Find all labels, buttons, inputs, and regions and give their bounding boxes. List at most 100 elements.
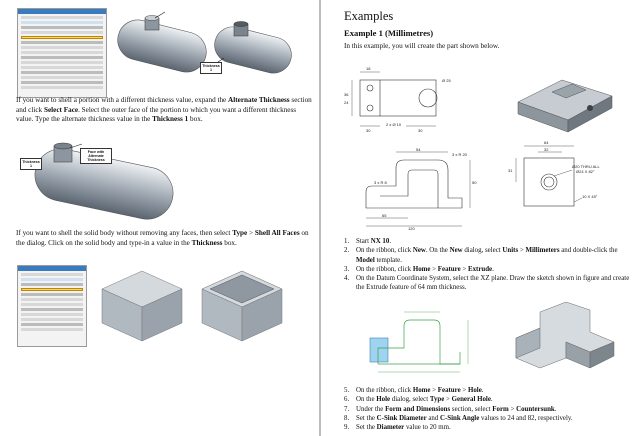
step-text: values to 24 and 82, respectively.	[479, 414, 573, 422]
step-text: Form and Dimensions	[385, 405, 451, 413]
drawing-side-view: 64 32 31 Ø20 THRU ALL Ø24 X 82° 10 X 45°	[508, 140, 600, 207]
step-number: 3.	[344, 265, 350, 273]
step-text: >	[430, 265, 438, 273]
step-text: Form	[492, 405, 509, 413]
step-text: .	[481, 387, 484, 394]
dim-50: 50	[472, 180, 477, 185]
dim-64: 64	[544, 140, 549, 145]
step-text: >	[508, 405, 517, 413]
dim-54: 54	[416, 147, 421, 152]
callout-thickness1-b: Thickness 1	[20, 158, 42, 170]
step-text: dialog, select	[390, 396, 430, 404]
step-text: On the ribbon, click	[356, 387, 413, 394]
dim-30-b: 30	[418, 128, 423, 133]
step-text: Type	[429, 396, 445, 404]
step-text: General Hole	[451, 396, 491, 404]
dim-10x45: 10 X 45°	[582, 194, 598, 199]
extruded-part-model	[515, 301, 615, 369]
sketch-image	[369, 311, 469, 373]
step-number: 6.	[344, 396, 350, 404]
step-text: Set the	[356, 424, 377, 432]
step-text: Diameter	[376, 424, 405, 432]
step-item: 9.Set the Diameter value to 20 mm.	[344, 423, 630, 432]
step-text: On the	[356, 396, 377, 404]
step-item: 7. Under the Form and Dimensions section,…	[344, 405, 630, 414]
step-text: Under the	[356, 405, 386, 413]
page-divider	[319, 0, 321, 436]
drawing-top-view: 18 Ø 25 36 24 30 2 x Ø 10 30	[344, 66, 451, 133]
step-text: dialog, select	[462, 247, 503, 255]
step-text: >	[460, 387, 468, 394]
heading-example-1: Example 1 (Millimetres)	[344, 28, 434, 38]
dim-3x-r20: 3 x R 20	[452, 152, 468, 157]
step-text: Units	[502, 247, 519, 255]
dim-dia-25: Ø 25	[442, 78, 451, 83]
step-text: .	[492, 265, 494, 273]
step-text: section, select	[450, 405, 493, 413]
step-text: Set the	[356, 414, 377, 422]
step-text: template.	[374, 256, 402, 264]
box-solid-model	[101, 270, 183, 342]
dim-24: 24	[344, 100, 349, 105]
step-text: and	[426, 414, 441, 422]
step-text: Home	[412, 265, 431, 273]
step-text: >	[518, 247, 526, 255]
step-text: Model	[356, 256, 375, 264]
step-text: >	[444, 396, 452, 404]
step-text: Hole	[376, 396, 391, 404]
callout-face-alternate: Face with Alternate Thickness	[80, 148, 112, 164]
dim-dia24-x82: Ø24 X 82°	[576, 169, 595, 174]
step-text: On the ribbon, click	[356, 265, 413, 273]
step-number: 2.	[344, 247, 350, 255]
step-item: 5.On the ribbon, click Home > Feature > …	[344, 386, 630, 395]
step-number: 1.	[344, 238, 350, 245]
step-text: and double-click the	[559, 247, 618, 255]
part-3d-view	[517, 79, 613, 133]
paragraph-alternate-thickness: If you want to shell a portion with a di…	[16, 96, 312, 124]
step-item: 6. On the Hole dialog, select Type > Gene…	[344, 395, 630, 404]
step-text: >	[430, 387, 438, 394]
step-text: Extrude	[467, 265, 493, 273]
step-text: Feature	[437, 387, 461, 394]
dim-dia20-thru: Ø20 THRU ALL	[572, 164, 600, 169]
dim-32: 32	[544, 147, 549, 152]
step-number: 5.	[344, 387, 350, 394]
intro-text: In this example, you will create the par…	[344, 42, 500, 50]
step-number: 9.	[344, 424, 350, 432]
step-number: 8.	[344, 414, 350, 422]
callout-thickness1: Thickness 1	[200, 62, 222, 74]
step-text: .	[490, 396, 493, 404]
left-page: Thickness 1 If you want to shell a porti…	[0, 0, 319, 436]
dim-120: 120	[408, 226, 415, 231]
step-item: 1. Start NX 10.	[344, 237, 630, 246]
shell-dialog-1	[17, 8, 107, 98]
step-text: New	[449, 247, 463, 255]
tank-model-1	[117, 11, 207, 73]
step-text: Hole	[467, 387, 482, 394]
step-text: New	[412, 247, 426, 255]
step-text: On the Datum Coordinate System, select t…	[356, 275, 630, 292]
step-text: C-Sink Diameter	[376, 414, 427, 422]
step-text: Countersunk	[516, 405, 555, 413]
step-item: 2. On the ribbon, click New. On the New d…	[344, 246, 630, 265]
heading-examples: Examples	[344, 9, 394, 23]
step-text: Feature	[437, 265, 461, 273]
step-item: 3.On the ribbon, click Home > Feature > …	[344, 265, 630, 274]
step-text: Start	[356, 238, 371, 245]
dim-2x-dia-10: 2 x Ø 10	[386, 122, 402, 127]
step-text: C-Sink Angle	[440, 414, 480, 422]
dim-30-a: 30	[366, 128, 371, 133]
step-text: .	[554, 405, 557, 413]
dim-31: 31	[508, 168, 513, 173]
dim-65: 65	[382, 213, 387, 218]
step-text: . On the	[425, 247, 450, 255]
box-shelled-model	[201, 270, 283, 342]
step-item: 8. Set the C-Sink Diameter and C-Sink Ang…	[344, 414, 630, 423]
drawing-front-view: 54 3 x R 20 3 x R 8 50 65 120	[365, 147, 477, 231]
dim-3x-r8: 3 x R 8	[374, 180, 387, 185]
step-text: NX 10	[370, 238, 390, 245]
step-text: On the ribbon, click	[356, 247, 413, 255]
step-number: 7.	[344, 405, 350, 413]
step-text: .	[389, 238, 392, 245]
step-text: Home	[412, 387, 431, 394]
